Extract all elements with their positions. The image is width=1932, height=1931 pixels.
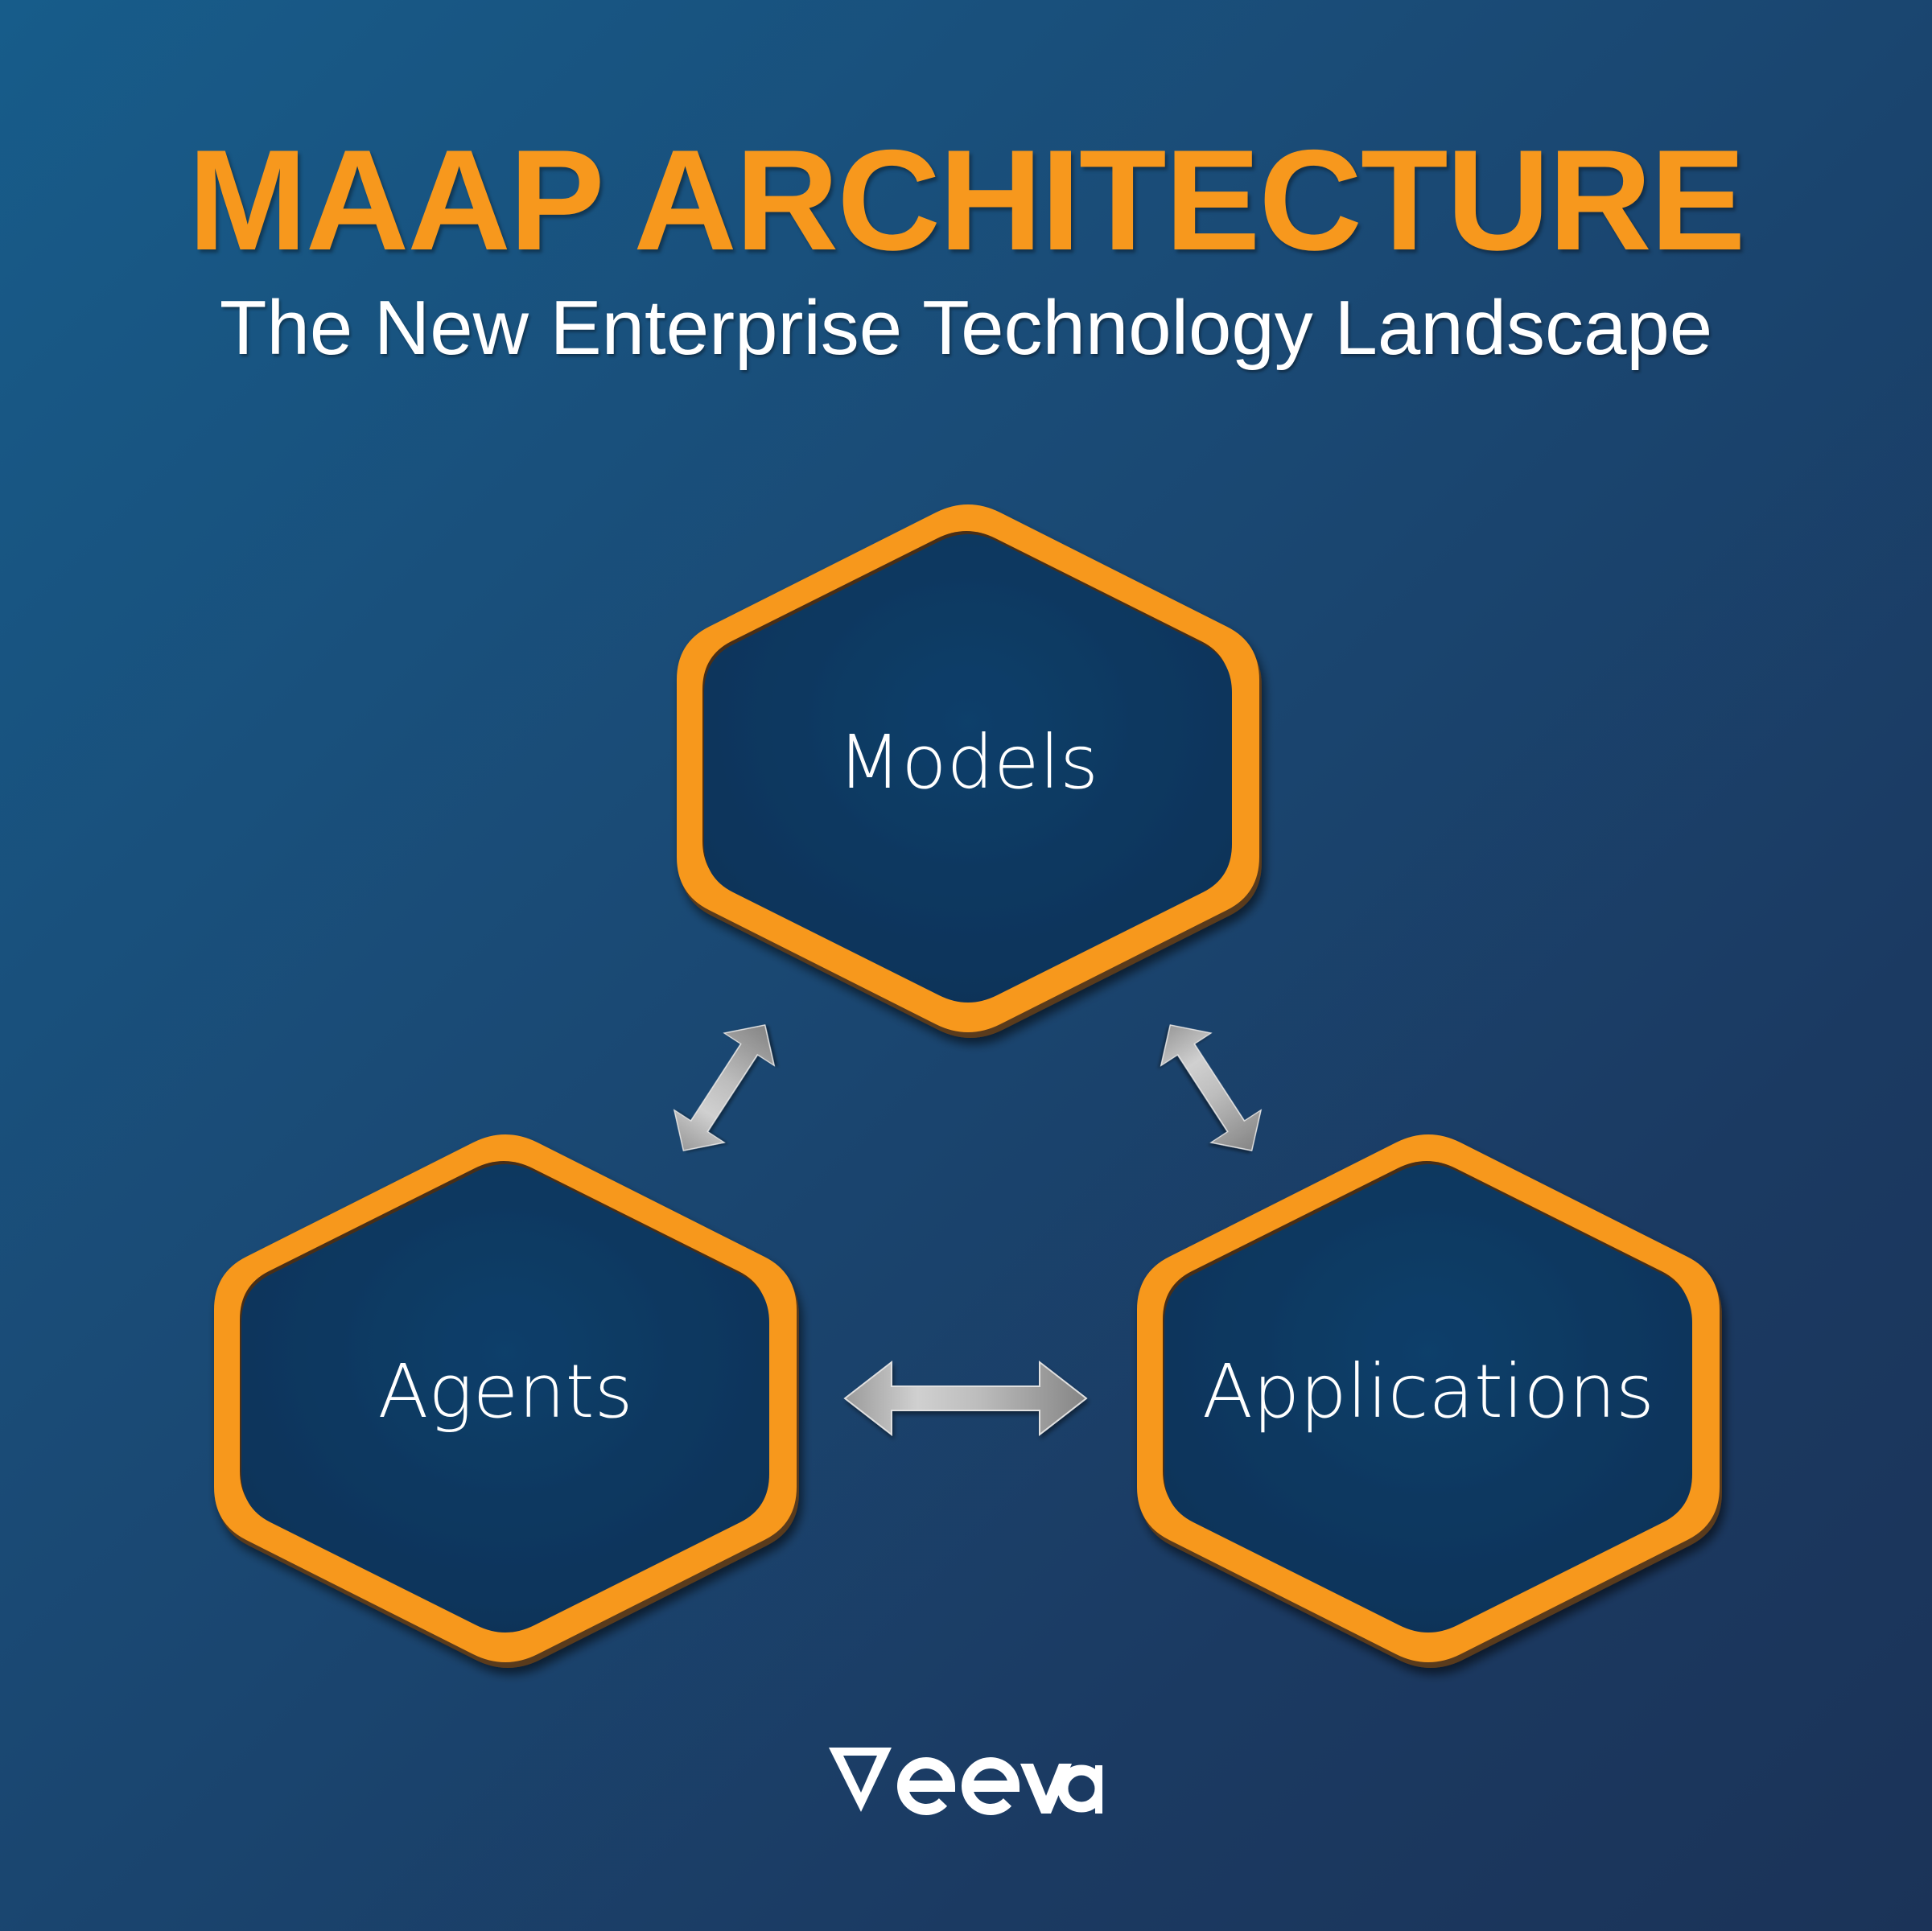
veeva-logo: Veeva	[829, 1748, 1102, 1815]
page-subtitle: The New Enterprise Technology Landscape	[219, 285, 1713, 371]
bidirectional-arrow-icon	[1144, 1008, 1278, 1167]
models-label: Models	[837, 719, 1099, 805]
bidirectional-arrow-icon	[657, 1008, 791, 1167]
applications-label: Applications	[1202, 1348, 1654, 1435]
agents-label: Agents	[377, 1348, 633, 1435]
bidirectional-arrow-icon	[844, 1361, 1087, 1435]
page-title: MAAP ARCHITECTURE	[187, 120, 1746, 280]
